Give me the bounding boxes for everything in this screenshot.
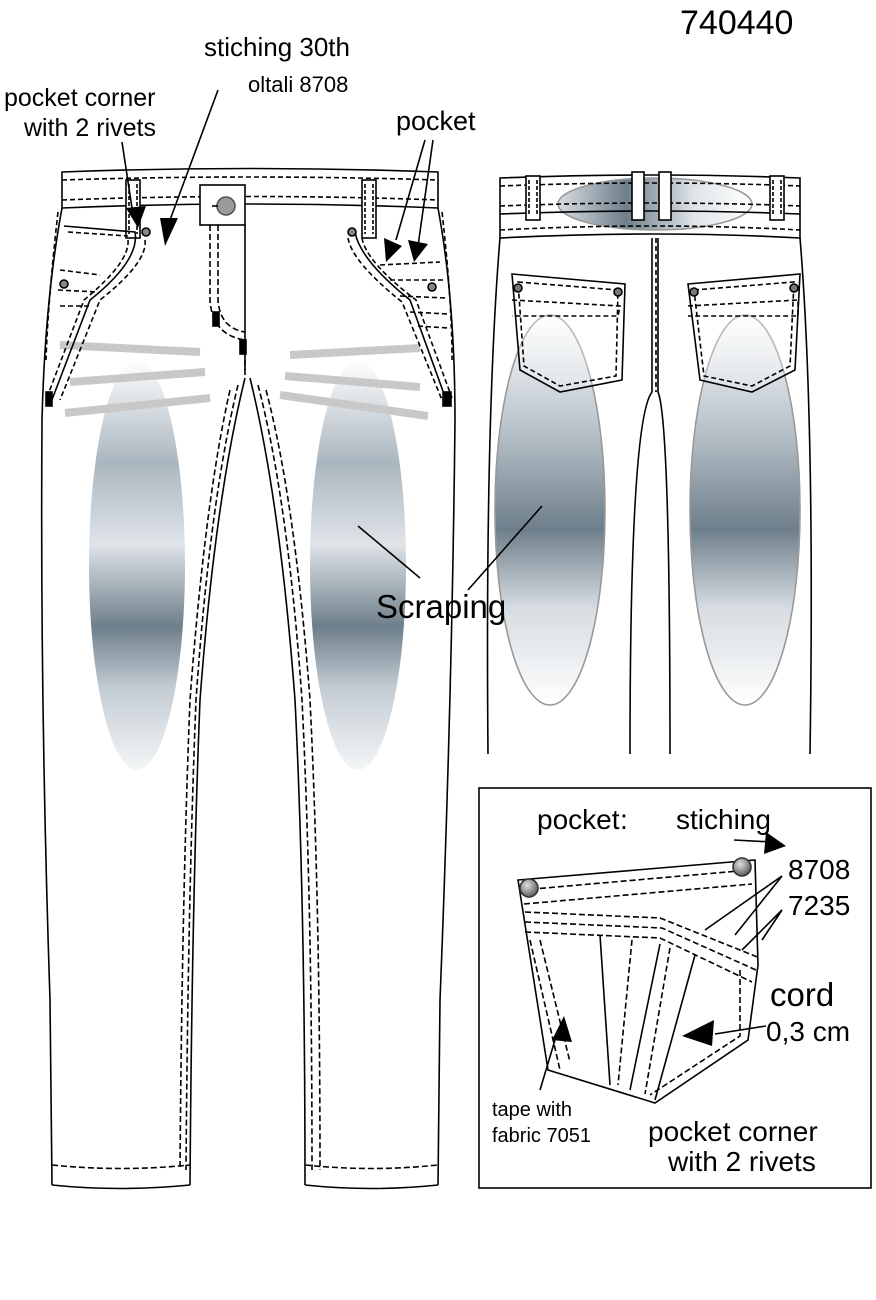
- inset-pocket-corner-line2: with 2 rivets: [668, 1146, 816, 1177]
- front-right-leg-outline: [437, 207, 456, 1186]
- front-waistband: [61, 167, 439, 209]
- scraping-label: Scraping: [376, 588, 507, 625]
- inset-tape-label-line2: fabric 7051: [492, 1125, 591, 1147]
- inset-rivet-left: [519, 878, 539, 898]
- thread-label: oltali 8708: [248, 72, 349, 97]
- front-button: [216, 196, 236, 216]
- front-left-leg-outline: [40, 207, 63, 1186]
- scraping-area-back-left: [494, 314, 606, 706]
- inset-pocket-corner-line1: pocket corner: [648, 1116, 818, 1147]
- pocket-detail-inset: [478, 787, 872, 1189]
- inset-cord-size: 0,3 cm: [766, 1016, 851, 1047]
- whiskers-front: [59, 341, 429, 420]
- pocket-corner-label-line1: pocket corner: [4, 84, 156, 112]
- scraping-area-back-right: [689, 314, 801, 706]
- inset-title-stitching: stiching: [676, 804, 771, 835]
- pocket-corner-label-line2: with 2 rivets: [24, 114, 156, 142]
- inset-cord-label: cord: [770, 976, 835, 1013]
- front-right-pocket: [354, 231, 449, 406]
- leader-lines: [121, 89, 783, 1091]
- inset-rivet-right: [732, 857, 752, 877]
- back-right-pocket: [687, 273, 801, 393]
- pocket-label: pocket: [396, 106, 476, 136]
- scraping-area-back-waist: [557, 177, 753, 231]
- arrow-heads: [126, 206, 786, 1046]
- stitching-label: stiching 30th: [204, 32, 350, 62]
- inset-thread-7235: 7235: [788, 890, 851, 921]
- style-number: 740440: [680, 4, 794, 42]
- inset-thread-8708: 8708: [788, 854, 851, 885]
- front-view: [40, 167, 456, 1190]
- inset-pocket-drawing: [517, 857, 761, 1104]
- scraping-area-front-right: [310, 360, 406, 770]
- back-view: [486, 171, 813, 755]
- back-left-pocket: [511, 273, 626, 393]
- inset-title-colon: :: [620, 804, 628, 835]
- inset-tape-label-line1: tape with: [492, 1099, 573, 1121]
- scraping-area-front-left: [89, 360, 185, 770]
- front-left-pocket: [49, 225, 137, 406]
- inset-title-pocket: pocket: [537, 804, 620, 835]
